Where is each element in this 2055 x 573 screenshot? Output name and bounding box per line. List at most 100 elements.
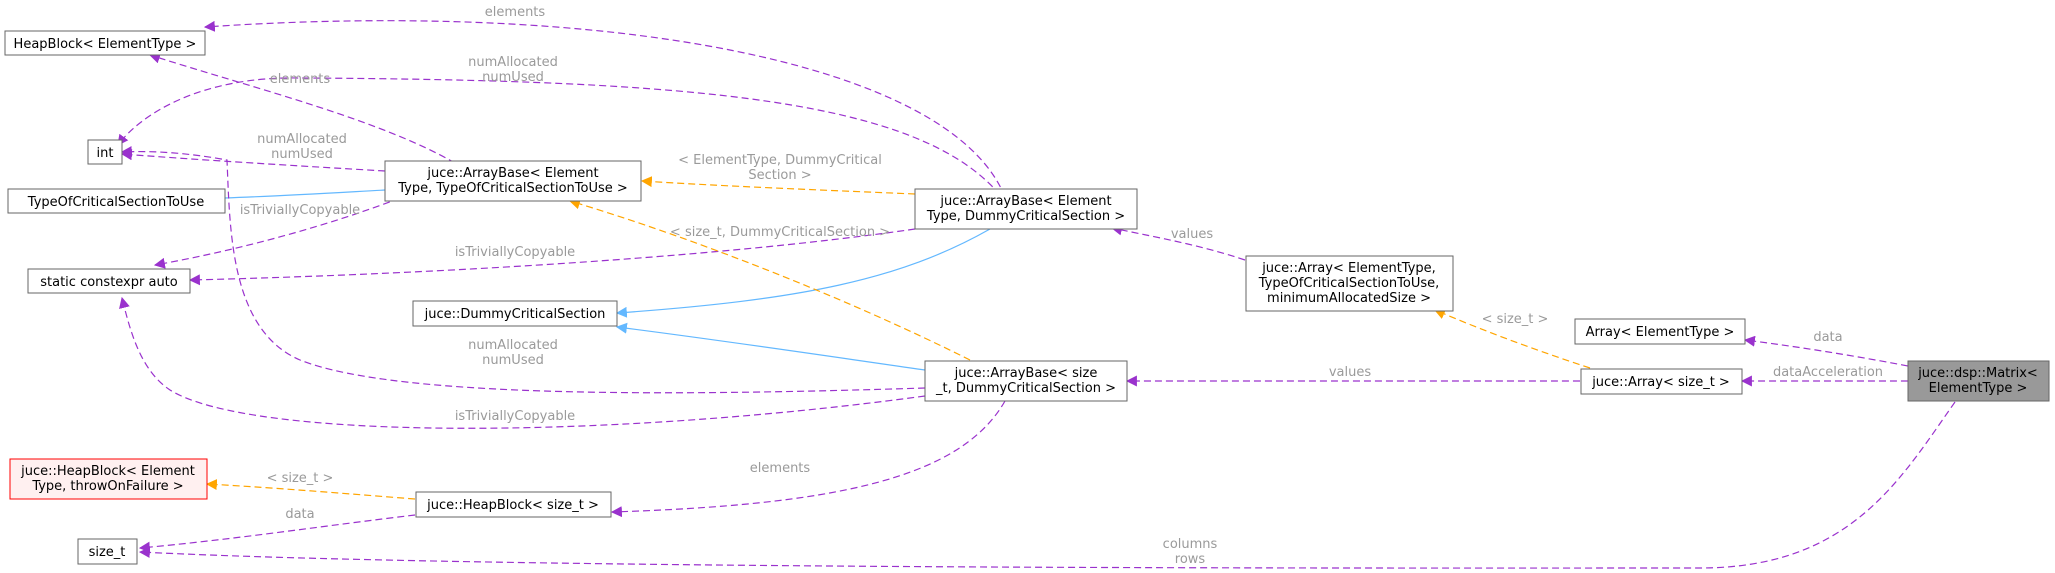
node-arraybase-element-typeofcs-label-line-1: Type, TypeOfCriticalSectionToUse >: [397, 181, 628, 196]
label-elements-bottom: elements: [750, 461, 811, 476]
node-array-element-typeofcs-min-label-line-1: TypeOfCriticalSectionToUse,: [1258, 276, 1440, 291]
edge-istrivially-bottom: [119, 296, 926, 429]
node-size-t-label: size_t: [89, 545, 126, 560]
node-heapblock-size-t-label-line-0: juce::HeapBlock< size_t >: [426, 498, 599, 513]
node-int-label-line-0: int: [97, 146, 114, 161]
label-elements-mid-line-0: elements: [270, 72, 331, 87]
node-static-constexpr-auto-label-line-0: static constexpr auto: [40, 275, 178, 290]
node-matrix-label-line-1: ElementType >: [1929, 381, 2028, 396]
node-matrix-label: juce::dsp::Matrix<ElementType >: [1917, 366, 2038, 396]
edges: [117, 20, 1956, 569]
label-template-elementtype-dummy-line-1: Section >: [748, 168, 811, 183]
node-array-element-typeofcs-min[interactable]: juce::Array< ElementType,TypeOfCriticalS…: [1245, 255, 1454, 312]
node-heapblock-elementtype-label-line-0: HeapBlock< ElementType >: [14, 37, 197, 52]
label-columns-rows-line-1: rows: [1175, 552, 1206, 567]
label-data-left: data: [285, 507, 314, 522]
node-array-elementtype-label-line-0: Array< ElementType >: [1586, 325, 1735, 340]
label-data-right-line-0: data: [1813, 330, 1842, 345]
edge-numalloc-bottom: [120, 145, 926, 394]
node-array-size-t[interactable]: juce::Array< size_t >: [1580, 368, 1743, 395]
node-dummycriticalsection[interactable]: juce::DummyCriticalSection: [412, 300, 618, 327]
label-istrivially-left: isTriviallyCopyable: [240, 203, 360, 218]
edge-inherit-typeofcs: [224, 189, 386, 199]
node-arraybase-element-dummy-label-line-1: Type, DummyCriticalSection >: [926, 209, 1125, 224]
edge-inherit-dummy-bottom: [615, 322, 926, 371]
node-array-elementtype-label: Array< ElementType >: [1586, 325, 1735, 340]
node-array-element-typeofcs-min-label-line-0: juce::Array< ElementType,: [1261, 261, 1436, 276]
node-heapblock-element-throw-label-line-1: Type, throwOnFailure >: [31, 479, 183, 494]
node-array-size-t-label: juce::Array< size_t >: [1591, 375, 1730, 390]
edge-data-left: [138, 514, 416, 553]
node-int[interactable]: int: [87, 139, 123, 165]
node-typeofcriticalsection[interactable]: TypeOfCriticalSectionToUse: [7, 188, 226, 214]
label-data-right: data: [1813, 330, 1842, 345]
label-template-size-dummy: < size_t, DummyCriticalSection >: [670, 225, 890, 240]
node-arraybase-element-dummy-label-line-0: juce::ArrayBase< Element: [939, 194, 1111, 209]
label-istrivially-left-line-0: isTriviallyCopyable: [240, 203, 360, 218]
label-data-left-line-0: data: [285, 507, 314, 522]
label-values-top-line-0: values: [1171, 227, 1214, 242]
node-arraybase-size-dummy-label-line-1: _t, DummyCriticalSection >: [935, 381, 1116, 396]
label-numalloc-bottom-line-1: numUsed: [482, 353, 544, 368]
node-arraybase-size-dummy-label-line-0: juce::ArrayBase< size: [954, 366, 1098, 381]
node-static-constexpr-auto[interactable]: static constexpr auto: [27, 268, 191, 294]
edge-elements-bottom: [610, 400, 1006, 518]
label-template-size-t-right: < size_t >: [1482, 312, 1549, 327]
label-template-size-dummy-line-0: < size_t, DummyCriticalSection >: [670, 225, 890, 240]
node-matrix[interactable]: juce::dsp::Matrix<ElementType >: [1907, 360, 2050, 402]
node-typeofcriticalsection-label: TypeOfCriticalSectionToUse: [27, 195, 204, 210]
label-template-size-t-right-line-0: < size_t >: [1482, 312, 1549, 327]
edge-template-size-t-right: [1433, 308, 1591, 369]
node-array-element-typeofcs-min-label-line-2: minimumAllocatedSize >: [1267, 291, 1431, 306]
node-typeofcriticalsection-label-line-0: TypeOfCriticalSectionToUse: [27, 195, 204, 210]
node-size-t-label-line-0: size_t: [89, 545, 126, 560]
nodes: HeapBlock< ElementType > int TypeOfCriti…: [4, 30, 2050, 565]
node-heapblock-elementtype[interactable]: HeapBlock< ElementType >: [4, 30, 206, 56]
label-istrivially-mid-line-0: isTriviallyCopyable: [455, 245, 575, 260]
node-dummycriticalsection-label: juce::DummyCriticalSection: [424, 307, 606, 322]
node-heapblock-size-t[interactable]: juce::HeapBlock< size_t >: [415, 491, 612, 518]
label-columns-rows-line-0: columns: [1163, 537, 1218, 552]
node-array-elementtype[interactable]: Array< ElementType >: [1574, 318, 1746, 345]
node-arraybase-size-dummy-label: juce::ArrayBase< size_t, DummyCriticalSe…: [935, 366, 1116, 396]
node-matrix-label-line-0: juce::dsp::Matrix<: [1917, 366, 2038, 381]
edge-data-right: [1743, 335, 1909, 367]
label-elements-mid: elements: [270, 72, 331, 87]
node-int-label: int: [97, 146, 114, 161]
node-heapblock-elementtype-label: HeapBlock< ElementType >: [14, 37, 197, 52]
node-arraybase-element-typeofcs-label-line-0: juce::ArrayBase< Element: [426, 166, 598, 181]
edge-template-elementtype-dummy: [640, 176, 916, 195]
label-values-mid: values: [1329, 365, 1372, 380]
node-size-t[interactable]: size_t: [77, 538, 138, 565]
label-istrivially-bottom: isTriviallyCopyable: [455, 409, 575, 424]
label-istrivially-mid: isTriviallyCopyable: [455, 245, 575, 260]
edge-template-size-dummy: [568, 198, 971, 361]
node-dummycriticalsection-label-line-0: juce::DummyCriticalSection: [424, 307, 606, 322]
node-heapblock-element-throw-label-line-0: juce::HeapBlock< Element: [20, 464, 195, 479]
edge-template-size-t-left: [205, 479, 416, 500]
label-dataacceleration-line-0: dataAcceleration: [1773, 365, 1883, 380]
edge-istrivially-mid: [188, 228, 916, 286]
edge-istrivially-left: [153, 197, 401, 269]
label-template-size-t-left-line-0: < size_t >: [267, 471, 334, 486]
label-values-top: values: [1171, 227, 1214, 242]
label-elements-top-line-0: elements: [485, 5, 546, 20]
edge-inherit-dummy-top: [615, 228, 991, 318]
node-array-element-typeofcs-min-label: juce::Array< ElementType,TypeOfCriticalS…: [1258, 261, 1440, 306]
label-elements-bottom-line-0: elements: [750, 461, 811, 476]
node-heapblock-size-t-label: juce::HeapBlock< size_t >: [426, 498, 599, 513]
label-dataacceleration: dataAcceleration: [1773, 365, 1883, 380]
node-arraybase-size-dummy[interactable]: juce::ArrayBase< size_t, DummyCriticalSe…: [924, 360, 1128, 402]
label-numalloc-top-line-1: numUsed: [482, 70, 544, 85]
